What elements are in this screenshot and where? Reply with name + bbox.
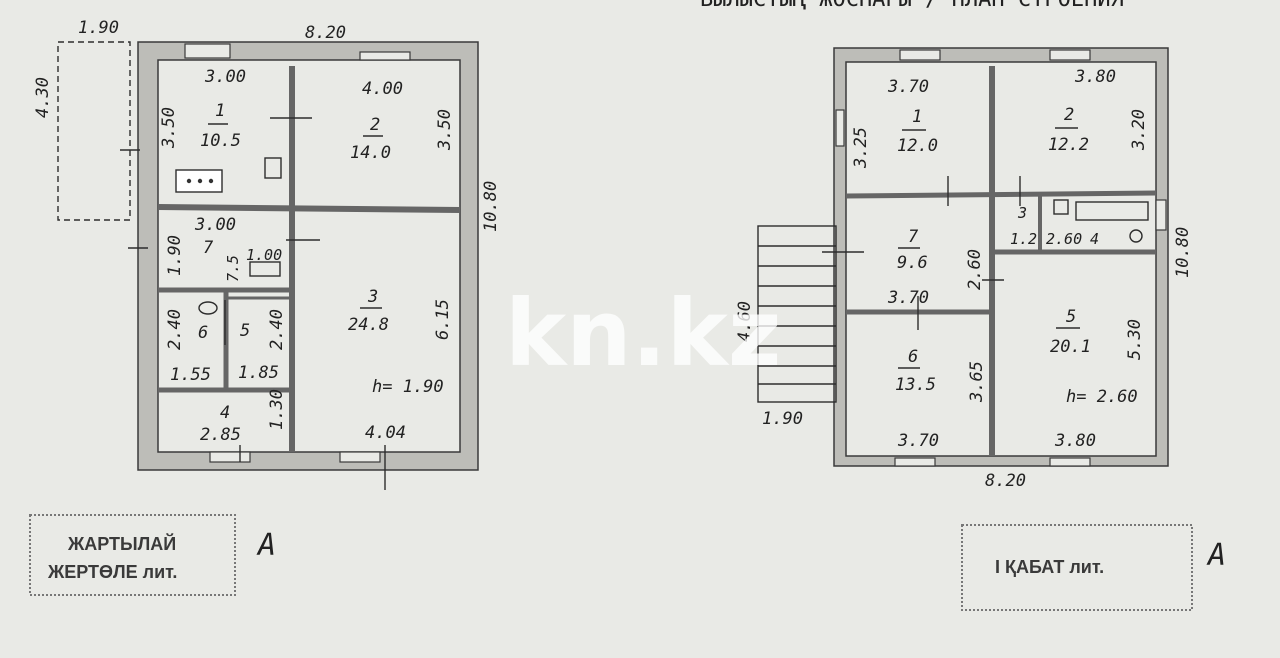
b-room7-smallw: 1.00	[246, 246, 282, 264]
basement-stamp	[29, 514, 236, 596]
basement-stamp-line1: ЖАРТЫЛАЙ	[67, 533, 176, 554]
f1-room6-dimh: 3.65	[967, 361, 987, 403]
watermark: kn.kz	[505, 280, 781, 387]
f1-room7-dimh: 2.60	[965, 249, 985, 290]
f1-room4-area: 2.60	[1046, 230, 1082, 248]
b-room3-dimw: 4.04	[365, 423, 406, 443]
f1-window-left	[835, 109, 845, 147]
floor1-stamp-text: I ҚАБАТ лит.	[995, 557, 1104, 577]
f1-window-top-2	[1049, 49, 1091, 61]
b-room6-area: 1.55	[170, 365, 211, 385]
f1-room1-no: 1	[912, 107, 922, 127]
f1-room2-dimh: 3.20	[1129, 109, 1149, 151]
f1-room5-dimh: 5.30	[1125, 319, 1145, 360]
f1-dim-stair-w: 1.90	[762, 409, 803, 429]
f1-room7-dimw: 3.70	[887, 288, 929, 308]
f1-room1-dimh: 3.25	[851, 127, 871, 169]
f1-room5-no: 5	[1066, 307, 1076, 327]
f1-room7-no: 7	[908, 227, 919, 247]
f1-room1-dimw: 3.70	[887, 77, 929, 97]
basement-stamp-mark: А	[256, 528, 276, 563]
f1-dim-stair-h: 4.60	[735, 301, 755, 342]
bathtub	[1075, 201, 1149, 221]
b-room3-area: 24.8	[348, 315, 389, 335]
f1-room5-dimw: 3.80	[1054, 431, 1096, 451]
wall-h-upper	[157, 204, 461, 213]
basement-dim-top: 8.20	[305, 23, 346, 43]
basement-plan: 1.90 4.30 8.20 10.80 3.00 3.50 1 10.5 4.…	[29, 18, 501, 596]
basement-annex	[57, 41, 131, 221]
b-room7-dimh: 1.90	[165, 235, 185, 276]
b-room1-no: 1	[215, 101, 225, 121]
f1-dim-bottom: 8.20	[985, 471, 1026, 491]
f1-room6-area: 13.5	[895, 375, 936, 395]
stove-burner-1	[186, 178, 192, 184]
basement-window-bottom-2	[339, 451, 381, 463]
stove-burner-3	[208, 178, 214, 184]
f1-room2-dimw: 3.80	[1074, 67, 1116, 87]
b-room1-dimh: 3.50	[159, 107, 179, 149]
f1-room3-area: 1.2	[1010, 230, 1037, 248]
f1-room5-area: 20.1	[1050, 337, 1091, 357]
f1-room6-no: 6	[908, 347, 918, 367]
b-room3-no: 3	[367, 287, 378, 307]
basement-outer-wall	[137, 41, 479, 471]
b-room7-dimw: 3.00	[194, 215, 236, 235]
b-room2-dimw: 4.00	[362, 79, 403, 99]
f1-dim-right: 10.80	[1173, 227, 1193, 278]
basement-window-bottom	[209, 451, 251, 463]
f1-room7-area: 9.6	[897, 253, 928, 273]
header-title: ВЫЛЫСТЫҢ ЖОСПАРЫ / ПЛАН СТРОЕНИЯ	[700, 0, 1124, 12]
f1-window-bottom-1	[894, 457, 936, 467]
b-room4-no: 4	[220, 403, 230, 423]
f1-room4-no: 4	[1090, 230, 1099, 248]
room7-box	[249, 261, 281, 277]
b-room5-dimh: 2.40	[267, 309, 287, 350]
b-room2-dimh: 3.50	[435, 109, 455, 151]
floor1-stamp	[961, 524, 1193, 611]
f1-room2-area: 12.2	[1048, 135, 1089, 155]
b-room5-no: 5	[240, 321, 250, 341]
staircase	[757, 225, 837, 403]
f1-fixture	[1053, 199, 1069, 215]
floor1-stamp-mark: А	[1206, 538, 1226, 573]
b-room6-dimh: 2.40	[165, 309, 185, 350]
basement-window-top-2	[359, 51, 411, 61]
b-room3-dimh: 6.15	[433, 299, 453, 340]
b-room2-no: 2	[370, 115, 380, 135]
b-room7-smallh: 7.5	[224, 255, 242, 282]
first-floor-plan: 10.80 8.20 1.90 4.60 3.70 3.25 1 12.0 3.…	[735, 47, 1226, 611]
f1-window-bottom-2	[1049, 457, 1091, 467]
f1-wall-h-top	[845, 190, 1157, 199]
b-room5-area: 1.85	[238, 363, 279, 383]
basement-dim-annex-top: 1.90	[78, 18, 119, 38]
f1-room3-no: 3	[1017, 204, 1027, 222]
b-room7-no: 7	[203, 238, 214, 258]
b-room4-area: 2.85	[200, 425, 241, 445]
b-room3-height: h= 1.90	[372, 377, 444, 397]
washbasin	[1129, 229, 1143, 243]
stove-burner-2	[197, 178, 203, 184]
b-room1-area: 10.5	[200, 131, 241, 151]
sink	[264, 157, 282, 179]
b-room4-dimh: 1.30	[267, 389, 287, 430]
b-room1-dimw: 3.00	[204, 67, 246, 87]
b-room6-no: 6	[198, 323, 208, 343]
f1-room6-dimw: 3.70	[897, 431, 939, 451]
f1-room1-area: 12.0	[897, 136, 938, 156]
basement-stamp-line2: ЖЕРТӨЛЕ лит.	[47, 562, 177, 582]
f1-window-right	[1155, 199, 1167, 231]
f1-room2-no: 2	[1064, 105, 1074, 125]
f1-window-top-1	[899, 49, 941, 61]
b-room2-area: 14.0	[350, 143, 391, 163]
f1-room5-height: h= 2.60	[1066, 387, 1138, 407]
basement-window-top-1	[184, 43, 231, 59]
basement-dim-right: 10.80	[481, 181, 501, 232]
basement-dim-annex-side: 4.30	[33, 77, 53, 118]
toilet	[198, 301, 218, 315]
